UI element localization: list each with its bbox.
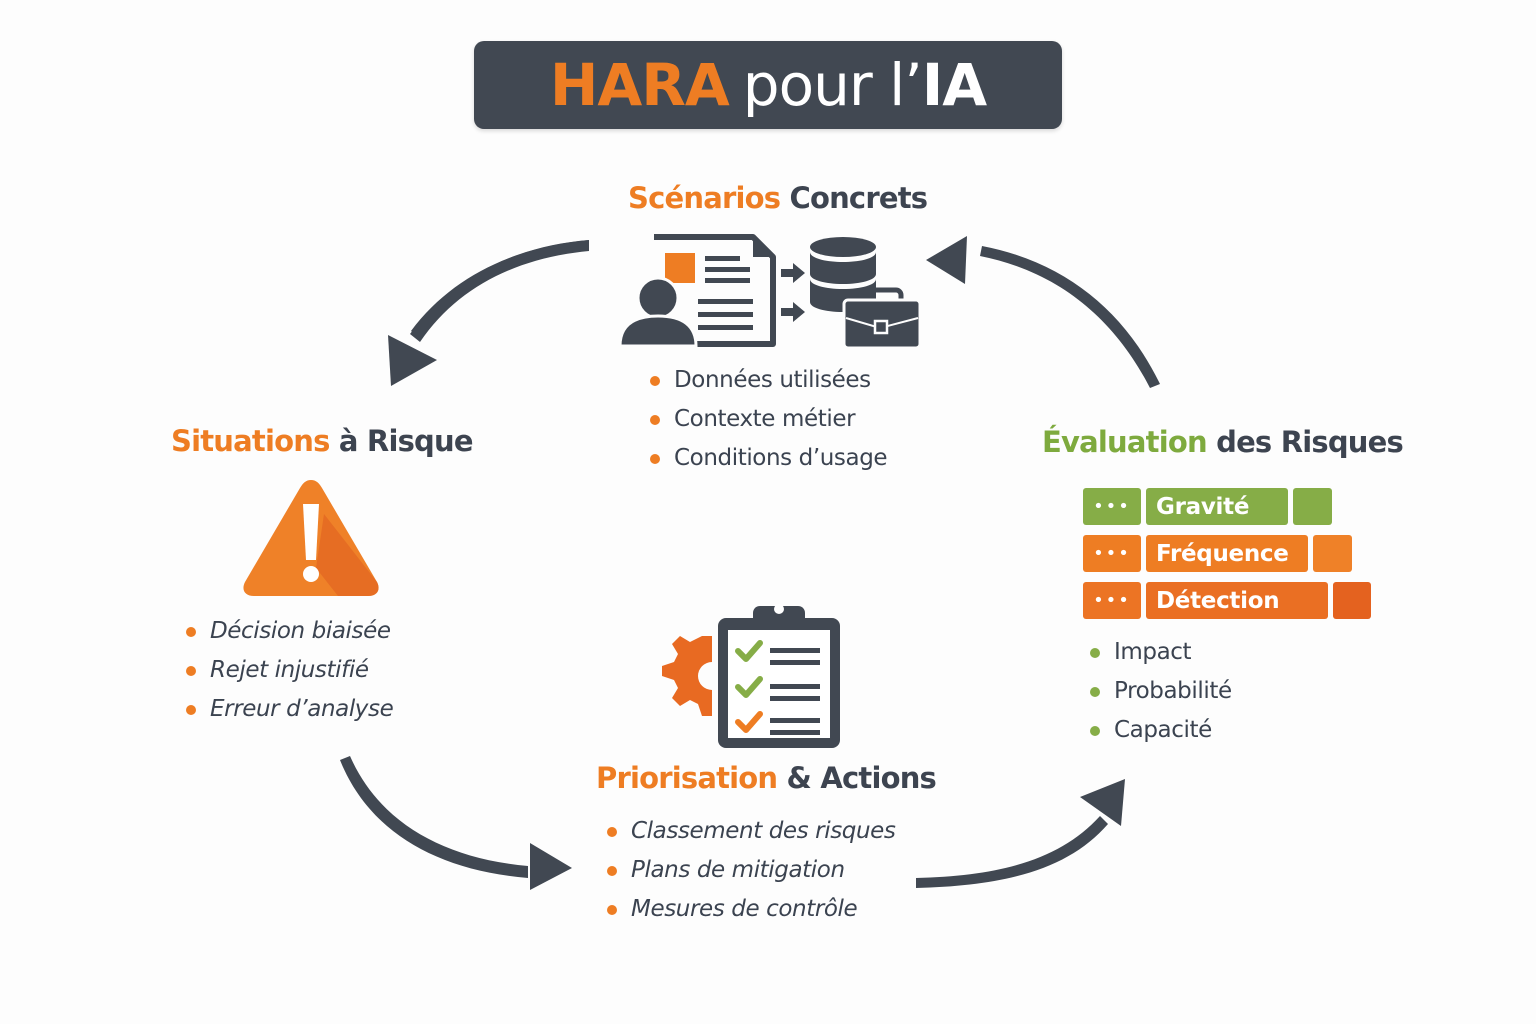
risk-row-detection: ••• Détection <box>1083 582 1376 619</box>
bullet-dot-icon <box>607 904 617 915</box>
risk-label: Gravité <box>1146 488 1288 525</box>
title-banner: HARA pour l’ IA <box>474 41 1062 129</box>
evaluation-heading: Évaluation des Risques <box>1042 425 1404 459</box>
bullet-dot-icon <box>607 826 617 837</box>
list-item: Impact <box>1090 633 1232 672</box>
arrow-scenarios-to-situations-icon <box>388 240 589 386</box>
scenarios-heading-accent: Scénarios <box>628 181 781 215</box>
bullet-dot-icon <box>186 665 196 676</box>
list-item-text: Conditions d’usage <box>674 445 888 471</box>
risk-row-gravite: ••• Gravité <box>1083 488 1337 525</box>
list-item-text: Impact <box>1114 639 1192 665</box>
scenarios-list: Données utilisées Contexte métier Condit… <box>650 361 888 478</box>
more-dots-icon: ••• <box>1083 535 1141 572</box>
scenarios-heading: Scénarios Concrets <box>628 181 928 215</box>
risk-label: Fréquence <box>1146 535 1308 572</box>
list-item-text: Erreur d’analyse <box>210 696 394 722</box>
list-item-text: Classement des risques <box>631 818 896 844</box>
evaluation-list: Impact Probabilité Capacité <box>1090 633 1232 750</box>
priorisation-list: Classement des risques Plans de mitigati… <box>607 812 896 929</box>
risk-end-block <box>1293 488 1332 525</box>
list-item-text: Plans de mitigation <box>631 857 845 883</box>
list-item-text: Données utilisées <box>674 367 871 393</box>
list-item: Probabilité <box>1090 672 1232 711</box>
risk-end-block <box>1313 535 1352 572</box>
risk-label: Détection <box>1146 582 1328 619</box>
arrow-situations-to-priorisation-icon <box>340 756 572 890</box>
list-item-text: Rejet injustifié <box>210 657 369 683</box>
warning-triangle-icon <box>243 480 379 596</box>
priorisation-heading-accent: Priorisation <box>596 761 778 795</box>
list-item: Décision biaisée <box>186 612 393 651</box>
list-item: Données utilisées <box>650 361 887 400</box>
list-item: Capacité <box>1090 711 1232 750</box>
title-end: IA <box>921 51 987 119</box>
situations-list: Décision biaisée Rejet injustifié Erreur… <box>186 612 394 729</box>
bullet-dot-icon <box>650 375 660 386</box>
priorisation-heading: Priorisation & Actions <box>596 761 937 795</box>
bullet-dot-icon <box>186 704 196 715</box>
situations-heading-rest: à Risque <box>329 424 474 458</box>
list-item-text: Probabilité <box>1114 678 1232 704</box>
evaluation-heading-accent: Évaluation <box>1042 425 1208 459</box>
document-person-database-briefcase-icon <box>618 234 922 350</box>
bullet-dot-icon <box>1090 686 1100 697</box>
more-dots-icon: ••• <box>1083 488 1141 525</box>
situations-heading: Situations à Risque <box>171 424 474 458</box>
scenarios-heading-rest: Concrets <box>780 181 928 215</box>
risk-end-block <box>1333 582 1371 619</box>
evaluation-heading-rest: des Risques <box>1206 425 1404 459</box>
risk-row-frequence: ••• Fréquence <box>1083 535 1357 572</box>
situations-heading-accent: Situations <box>171 424 330 458</box>
clipboard-checklist-gear-icon <box>662 604 840 748</box>
title-middle: pour l’ <box>742 51 923 119</box>
list-item: Contexte métier <box>650 400 887 439</box>
bullet-dot-icon <box>650 453 660 464</box>
list-item: Conditions d’usage <box>650 439 888 478</box>
priorisation-heading-rest: & Actions <box>777 761 937 795</box>
list-item-text: Contexte métier <box>674 406 856 432</box>
more-dots-icon: ••• <box>1083 582 1141 619</box>
bullet-dot-icon <box>1090 647 1100 658</box>
list-item: Erreur d’analyse <box>186 690 394 729</box>
list-item-text: Décision biaisée <box>210 618 391 644</box>
bullet-dot-icon <box>650 414 660 425</box>
arrow-priorisation-to-evaluation-icon <box>916 779 1125 888</box>
list-item-text: Capacité <box>1114 717 1212 743</box>
list-item-text: Mesures de contrôle <box>631 896 858 922</box>
list-item: Classement des risques <box>607 812 896 851</box>
arrow-evaluation-to-scenarios-icon <box>926 236 1160 388</box>
bullet-dot-icon <box>607 865 617 876</box>
list-item: Plans de mitigation <box>607 851 896 890</box>
title-accent: HARA <box>549 51 730 119</box>
bullet-dot-icon <box>186 626 196 637</box>
list-item: Mesures de contrôle <box>607 890 896 929</box>
bullet-dot-icon <box>1090 725 1100 736</box>
list-item: Rejet injustifié <box>186 651 393 690</box>
